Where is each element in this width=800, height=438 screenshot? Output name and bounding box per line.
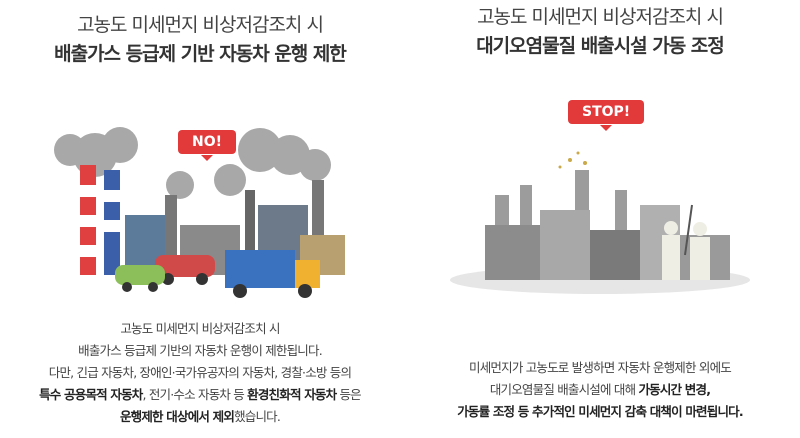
left-desc-line1: 고농도 미세먼지 비상저감조치 시 [120, 321, 280, 336]
right-title-line2: 대기오염물질 배출시설 가동 조정 [476, 35, 725, 57]
right-desc-line1: 미세먼지가 고농도로 발생하면 자동차 운행제한 외에도 [469, 360, 732, 375]
left-title-line2: 배출가스 등급제 기반 자동차 운행 제한 [54, 43, 347, 65]
right-title-line1: 고농도 미세먼지 비상저감조치 시 [477, 6, 724, 28]
left-desc-line5: 운행제한 대상에서 제외했습니다. [0, 406, 400, 428]
bold-excluded: 운행제한 대상에서 제외 [119, 409, 235, 424]
bold-eco-vehicles: 환경친화적 자동차 [247, 387, 337, 402]
bold-extra-measures: 가동률 조정 등 추가적인 미세먼지 감축 대책이 마련됩니다. [457, 404, 743, 419]
left-panel: 고농도 미세먼지 비상저감조치 시 배출가스 등급제 기반 자동차 운행 제한 … [0, 14, 400, 428]
stop-badge: STOP! [568, 100, 645, 131]
text: 대기오염물질 배출시설에 대해 [489, 382, 639, 397]
left-desc-line3: 다만, 긴급 자동차, 장애인·국가유공자의 자동차, 경찰·소방 등의 [48, 365, 352, 380]
right-desc-line2: 대기오염물질 배출시설에 대해 가동시간 변경, [400, 379, 800, 401]
left-desc-line2: 배출가스 등급제 기반의 자동차 운행이 제한됩니다. [78, 343, 323, 358]
factory-stop-illustration: STOP! [400, 95, 800, 315]
bold-special-vehicles: 특수 공용목적 자동차 [39, 387, 143, 402]
right-desc-line3: 가동률 조정 등 추가적인 미세먼지 감축 대책이 마련됩니다. [400, 401, 800, 423]
left-title-line1: 고농도 미세먼지 비상저감조치 시 [77, 14, 324, 36]
left-desc-line4: 특수 공용목적 자동차, 전기·수소 자동차 등 환경친화적 자동차 등은 [0, 384, 400, 406]
right-description: 미세먼지가 고농도로 발생하면 자동차 운행제한 외에도 대기오염물질 배출시설… [400, 357, 800, 423]
right-panel: 고농도 미세먼지 비상저감조치 시 대기오염물질 배출시설 가동 조정 STOP… [400, 0, 800, 438]
left-description: 고농도 미세먼지 비상저감조치 시 배출가스 등급제 기반의 자동차 운행이 제… [0, 318, 400, 428]
no-badge: NO! [178, 130, 237, 161]
text: 했습니다. [234, 409, 281, 424]
text: 등은 [336, 387, 361, 402]
text: , 전기·수소 자동차 등 [142, 387, 248, 402]
bold-time-change: 가동시간 변경, [638, 382, 711, 397]
factory-traffic-illustration: NO! [0, 95, 400, 315]
